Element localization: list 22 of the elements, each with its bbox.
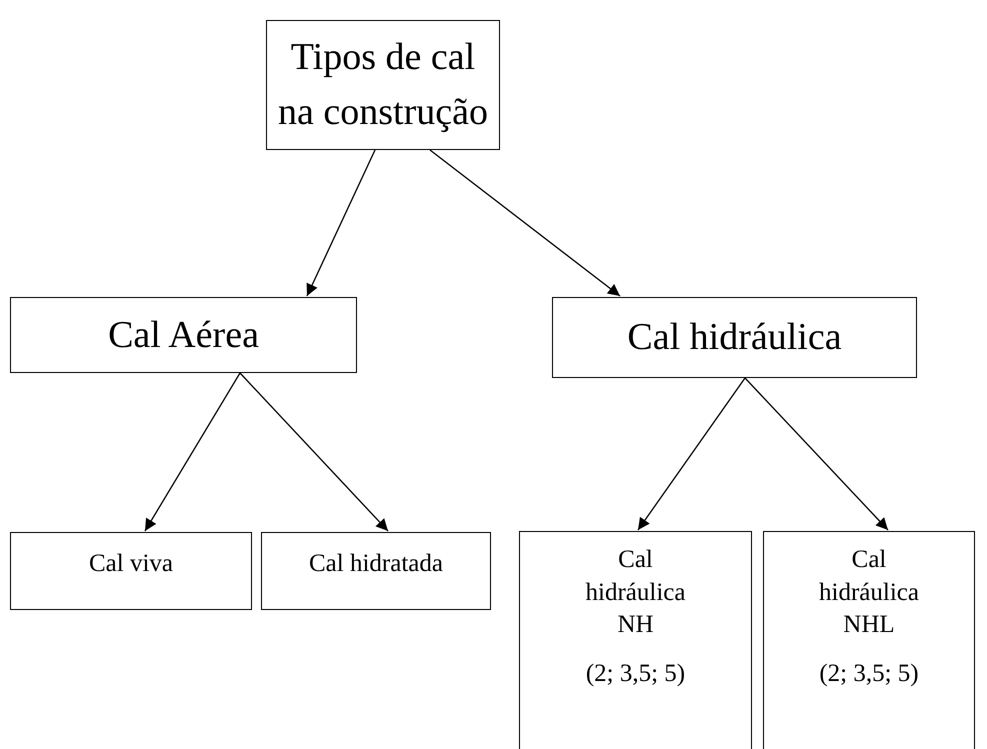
arrow (744, 378, 888, 530)
arrow (144, 372, 241, 532)
category-box (552, 297, 917, 378)
category-box (763, 531, 975, 749)
category-box (10, 297, 357, 373)
category-box (519, 531, 752, 749)
box-text: Cal hidráulica NHL (818, 545, 920, 640)
category-box (261, 532, 491, 610)
box-text: Cal hidráulica (627, 315, 842, 360)
box-text: (2; 3,5; 5) (819, 658, 919, 688)
box-text: Cal viva (88, 549, 173, 579)
box-text: Cal Aérea (108, 312, 259, 358)
arrow (306, 150, 376, 296)
arrow (240, 372, 388, 532)
box-text: Cal hidratada (309, 549, 443, 579)
box-text: (2; 3,5; 5) (586, 658, 686, 688)
arrow (637, 378, 746, 530)
box-text: Tipos de cal na construção (277, 34, 489, 135)
arrow (430, 149, 620, 297)
box-text: Cal hidráulica NH (584, 545, 686, 640)
category-box (10, 532, 252, 610)
category-box (266, 20, 500, 150)
